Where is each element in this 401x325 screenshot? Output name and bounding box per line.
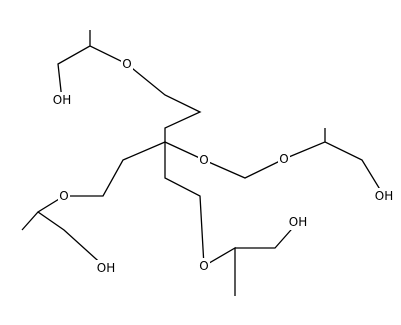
atom-labels: O OH O O OH O OH O OH xyxy=(52,56,394,276)
bond-chain-3 xyxy=(21,141,166,269)
bond-chain-1 xyxy=(57,30,202,143)
bond-chain-2 xyxy=(164,128,385,197)
hydroxyl-label: OH xyxy=(53,93,71,107)
atom-label-background xyxy=(198,258,210,274)
bond-lines xyxy=(21,30,385,296)
atom-label-background xyxy=(278,151,290,167)
atom-label-background xyxy=(288,214,308,230)
atom-label-background xyxy=(58,188,70,204)
atom-label-background xyxy=(96,260,116,276)
atom-label-background xyxy=(121,56,133,72)
oxygen-label: O xyxy=(279,152,288,166)
oxygen-label: O xyxy=(59,189,68,203)
atom-label-background xyxy=(198,152,210,168)
atom-label-background xyxy=(374,188,394,204)
hydroxyl-label: OH xyxy=(289,215,307,229)
oxygen-label: O xyxy=(199,153,208,167)
hydroxyl-label: OH xyxy=(375,189,393,203)
oxygen-label: O xyxy=(122,57,131,71)
hydroxyl-label: OH xyxy=(97,261,115,275)
oxygen-label: O xyxy=(199,259,208,273)
bond-chain-4 xyxy=(164,141,299,296)
atom-label-background xyxy=(52,92,72,108)
